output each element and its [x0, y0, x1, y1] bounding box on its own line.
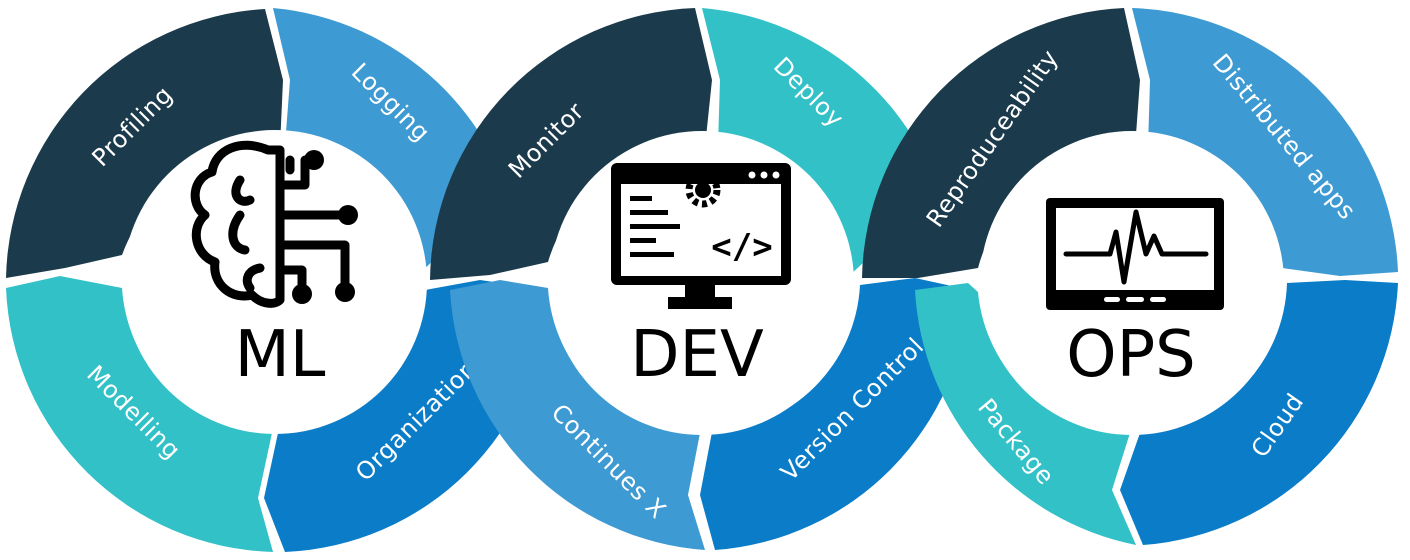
segment-cloud	[1120, 280, 1398, 545]
monitor-code-icon: </>	[611, 163, 791, 309]
segment-modelling	[6, 276, 273, 552]
segment-version-control	[700, 278, 970, 550]
ring-ops: OPS Reproduceability Distributed apps Cl…	[862, 8, 1398, 545]
segment-continues-x	[450, 280, 705, 550]
ring-ops-title: OPS	[1066, 318, 1196, 392]
ring-ml-title: ML	[235, 318, 326, 392]
segment-distributed-apps	[1132, 8, 1398, 276]
brain-circuit-icon	[190, 140, 350, 308]
code-glyph: </>	[711, 227, 772, 267]
segment-monitor	[430, 8, 712, 280]
segment-package	[915, 283, 1136, 545]
ring-dev-title: DEV	[630, 318, 764, 392]
ring-ml: ML Profiling Logging Organization Modell…	[6, 8, 548, 552]
ring-dev: </> DEV Monitor Deploy Version Control C…	[430, 8, 970, 550]
segment-profiling	[6, 9, 283, 278]
gear-icon	[685, 172, 721, 208]
brain-circuit-nodes	[292, 150, 358, 304]
segment-reproduceability	[862, 8, 1140, 278]
heartbeat-monitor-icon	[1046, 198, 1224, 310]
